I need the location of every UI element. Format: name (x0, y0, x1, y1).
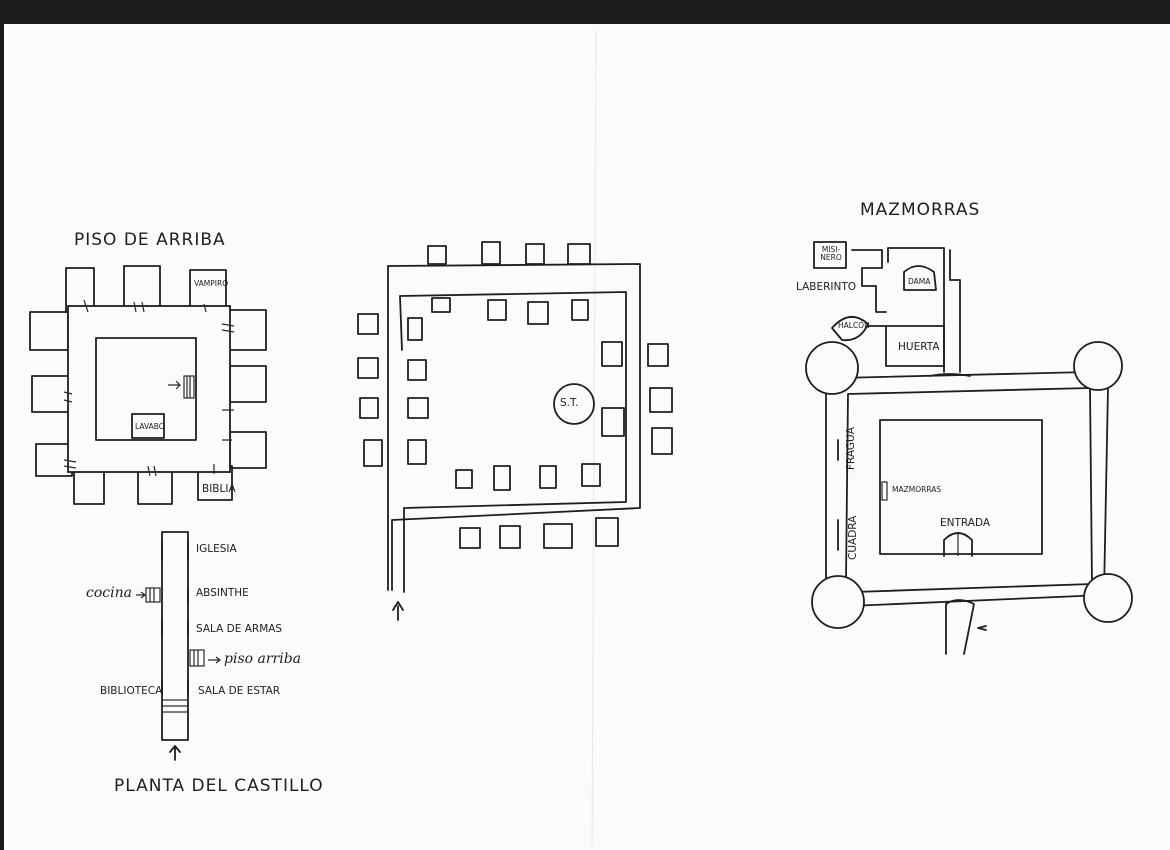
washbasin-room-label: LAVABO (135, 422, 165, 431)
dungeons-map (805, 241, 1133, 655)
st-marker-label: S.T. (560, 397, 579, 409)
treasure-room-label: MISI- NERO (820, 245, 842, 262)
entrance-label: ENTRADA (940, 517, 991, 529)
garden-room-label: HUERTA (898, 341, 940, 353)
dungeons-room-label: MAZMORRAS (892, 485, 942, 494)
upper-floor-title: PISO DE ARRIBA (74, 230, 226, 250)
upper-floor-map (29, 265, 267, 505)
church-label: IGLESIA (196, 543, 237, 555)
dame-room-label: DAMA (908, 277, 931, 286)
page-fold (591, 29, 597, 846)
living-room-label: SALA DE ESTAR (198, 685, 281, 697)
kitchen-label: cocina (86, 585, 132, 601)
forge-room-label: FRAGUA (845, 427, 857, 470)
vampire-room-label: VAMPIRO (194, 279, 229, 288)
stable-room-label: CUADRA (847, 515, 859, 560)
absinthe-label: ABSINTHE (196, 587, 249, 599)
labyrinth-room-label: LABERINTO (796, 281, 857, 293)
falcon-room-label: HALCÓN (838, 321, 870, 330)
labyrinth-map (357, 241, 673, 621)
st-circle (553, 383, 595, 425)
dungeons-title: MAZMORRAS (860, 200, 981, 220)
upper-library-label: BIBLIA (202, 483, 236, 495)
library-label: BIBLIOTECA (100, 685, 163, 697)
castle-floor-map (136, 531, 221, 761)
castle-floor-title: PLANTA DEL CASTILLO (114, 776, 324, 796)
armory-label: SALA DE ARMAS (196, 623, 283, 635)
upstairs-label: piso arriba (224, 651, 302, 667)
scanner-border (0, 0, 1170, 25)
